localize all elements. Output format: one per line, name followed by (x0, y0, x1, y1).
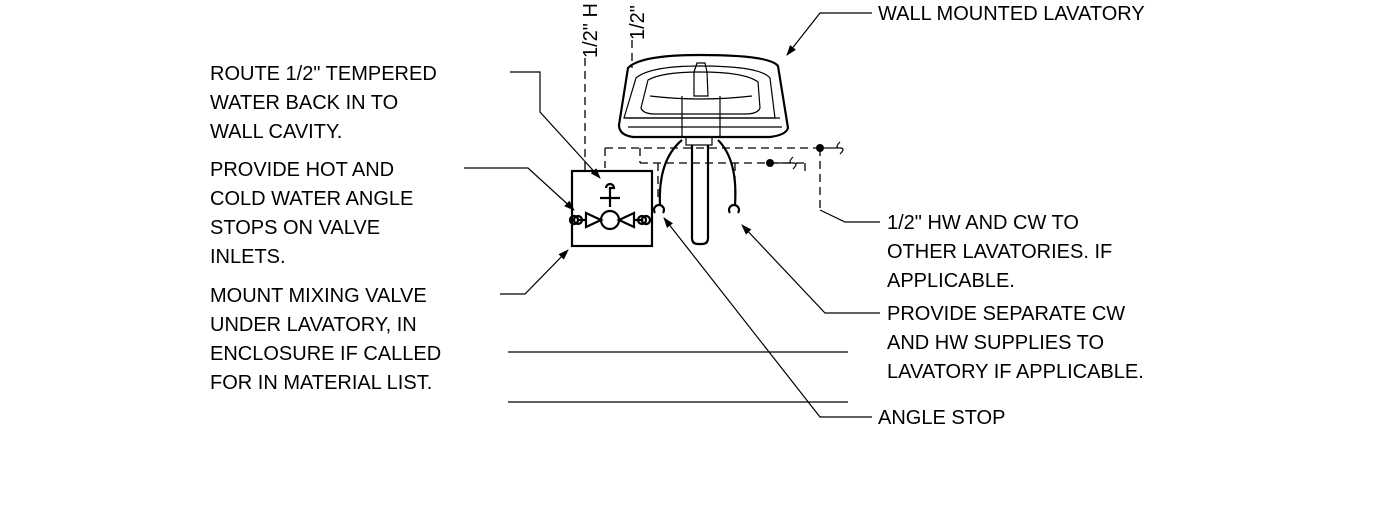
callout-angle-stops: PROVIDE HOT AND COLD WATER ANGLE STOPS O… (210, 159, 419, 268)
tee-junction-hot (816, 144, 824, 152)
break-symbol (836, 141, 844, 155)
callout-mixing-valve: MOUNT MIXING VALVE UNDER LAVATORY, IN EN… (210, 285, 447, 394)
hot-water-riser: 1/2" H (580, 3, 602, 170)
callout-angle-stop: ANGLE STOP (878, 407, 1005, 429)
cold-riser-label: 1/2" (627, 5, 649, 40)
angle-stop-icon (652, 203, 666, 214)
tee-junction-cold (766, 159, 774, 167)
cold-water-riser: 1/2" (627, 5, 649, 68)
callout-wall-mounted-lavatory: WALL MOUNTED LAVATORY (878, 3, 1145, 25)
callout-route-tempered-water: ROUTE 1/2" TEMPERED WATER BACK IN TO WAL… (210, 63, 442, 143)
angle-stop-icon (727, 203, 741, 214)
callout-other-lavatories: 1/2" HW AND CW TO OTHER LAVATORIES. IF A… (887, 212, 1118, 292)
lavatory-fixture (617, 53, 790, 246)
mixing-valve-icon (599, 209, 621, 231)
break-symbol (789, 156, 797, 170)
leader-lines (464, 12, 880, 418)
tempered-outlet-icon (604, 182, 616, 198)
callout-separate-supplies: PROVIDE SEPARATE CW AND HW SUPPLIES TO L… (887, 303, 1144, 383)
mixing-valve-enclosure (568, 169, 654, 248)
supply-piping (604, 139, 844, 214)
hot-riser-label: 1/2" H (580, 3, 602, 58)
